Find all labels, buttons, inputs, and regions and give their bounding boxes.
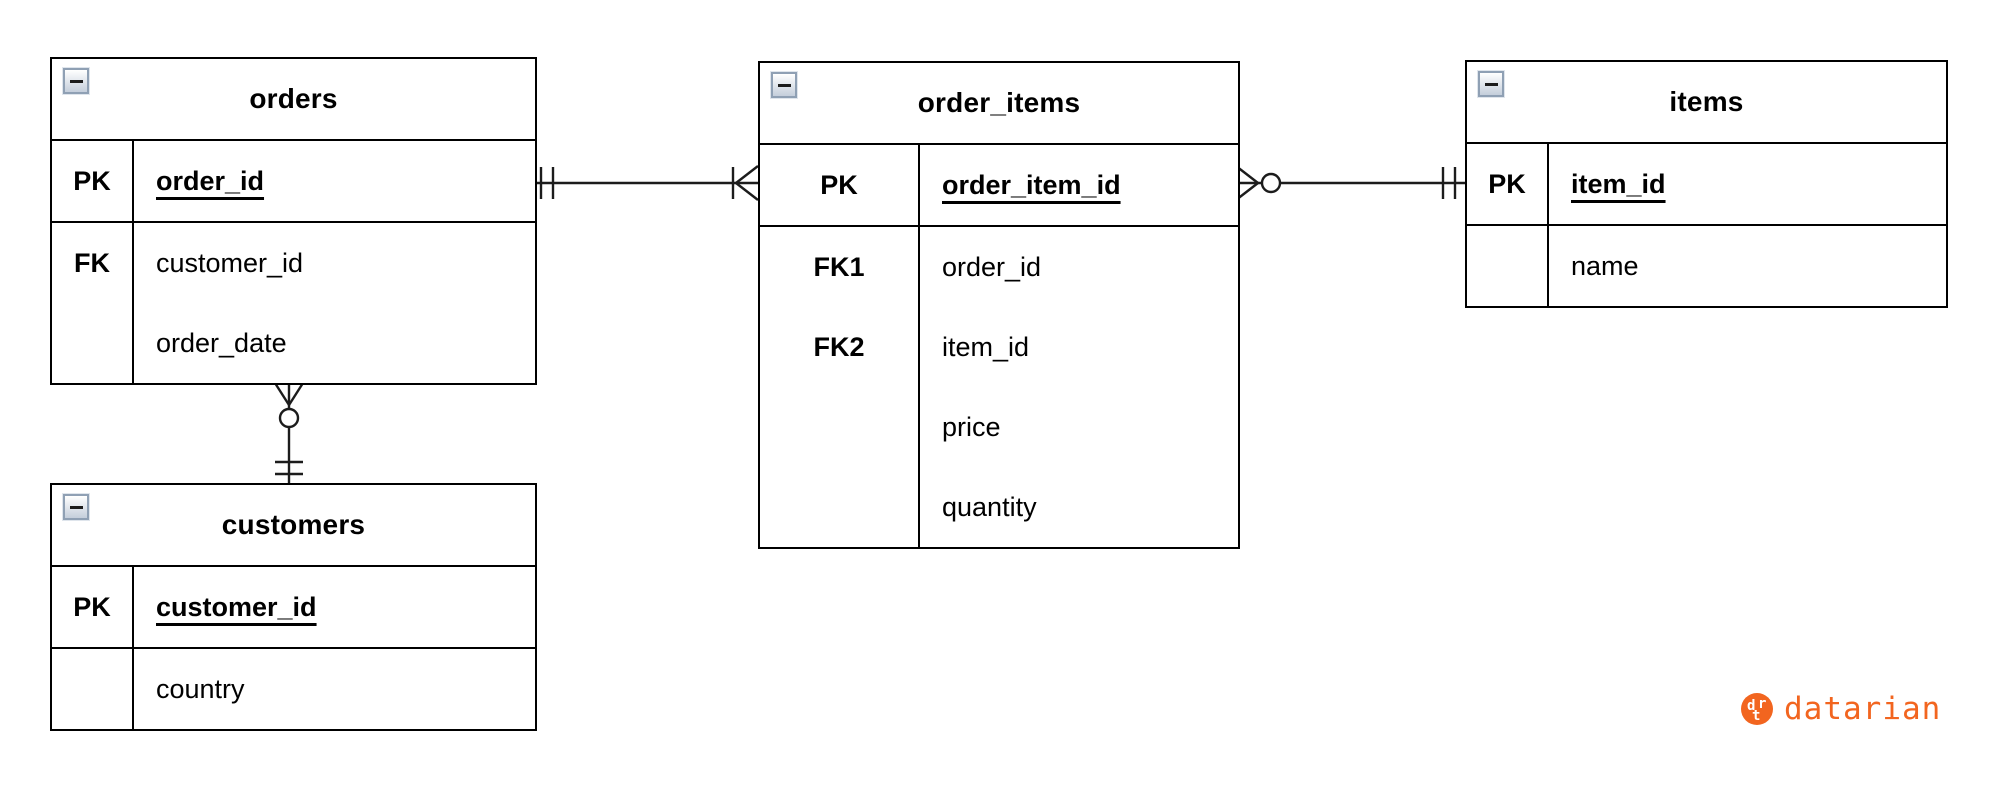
relationship-order_items-items	[1235, 165, 1465, 201]
datarian-logo: d r t datarian	[1739, 691, 1941, 727]
pk-field: order_id	[156, 165, 265, 196]
attribute-rows: country	[52, 649, 535, 729]
key-label: PK	[52, 141, 134, 221]
key-label: PK	[1467, 144, 1549, 224]
collapse-icon[interactable]	[63, 494, 89, 520]
key-label	[760, 387, 918, 467]
entity-items-header: items	[1467, 62, 1946, 144]
attribute-field: order_id	[942, 251, 1042, 282]
attribute-field: item_id	[942, 331, 1030, 362]
entity-items[interactable]: items PK item_id name	[1465, 60, 1948, 308]
svg-text:d: d	[1747, 698, 1755, 714]
key-label	[1467, 226, 1547, 306]
key-label	[760, 467, 918, 547]
pk-row: PK order_item_id	[760, 145, 1238, 227]
key-label: PK	[52, 567, 134, 647]
minus-icon	[777, 83, 791, 87]
attribute-rows: FK1 FK2 order_id item_id price quantity	[760, 227, 1238, 547]
datarian-wordmark: datarian	[1784, 691, 1942, 727]
entity-title: order_items	[917, 87, 1081, 118]
attribute-field: price	[942, 411, 1001, 442]
entity-order_items[interactable]: order_items PK order_item_id FK1 FK2 ord…	[758, 61, 1240, 549]
entity-order_items-header: order_items	[760, 63, 1238, 145]
entity-title: orders	[249, 83, 338, 114]
datarian-logo-icon: d r t	[1741, 693, 1773, 725]
attribute-field: order_date	[156, 327, 287, 358]
svg-text:r: r	[1758, 696, 1766, 712]
key-label	[52, 303, 132, 383]
svg-text:t: t	[1752, 708, 1760, 724]
pk-row: PK customer_id	[52, 567, 535, 649]
key-label	[52, 649, 132, 729]
pk-field: item_id	[1571, 168, 1666, 199]
attribute-field: customer_id	[156, 247, 304, 278]
key-label: FK	[74, 247, 110, 278]
attribute-field: name	[1571, 250, 1639, 281]
entity-orders-header: orders	[52, 59, 535, 141]
relationship-customers-orders	[273, 382, 305, 483]
pk-row: PK order_id	[52, 141, 535, 223]
entity-customers[interactable]: customers PK customer_id country	[50, 483, 537, 731]
key-label: FK1	[813, 251, 865, 282]
collapse-icon[interactable]	[771, 72, 797, 98]
entity-title: items	[1669, 86, 1744, 117]
collapse-icon[interactable]	[63, 68, 89, 94]
minus-icon	[69, 505, 83, 509]
collapse-icon[interactable]	[1478, 71, 1504, 97]
attribute-rows: name	[1467, 226, 1946, 306]
minus-icon	[69, 79, 83, 83]
entity-title: customers	[221, 509, 366, 540]
attribute-rows: FK customer_id order_date	[52, 223, 535, 383]
key-label: PK	[760, 145, 920, 225]
minus-icon	[1484, 82, 1498, 86]
entity-customers-header: customers	[52, 485, 535, 567]
attribute-field: country	[156, 673, 245, 704]
relationship-orders-order_items	[533, 165, 759, 201]
attribute-field: quantity	[942, 491, 1037, 522]
pk-row: PK item_id	[1467, 144, 1946, 226]
pk-field: order_item_id	[942, 169, 1121, 200]
pk-field: customer_id	[156, 591, 317, 622]
key-label: FK2	[813, 331, 865, 362]
entity-orders[interactable]: orders PK order_id FK customer_id order_…	[50, 57, 537, 385]
